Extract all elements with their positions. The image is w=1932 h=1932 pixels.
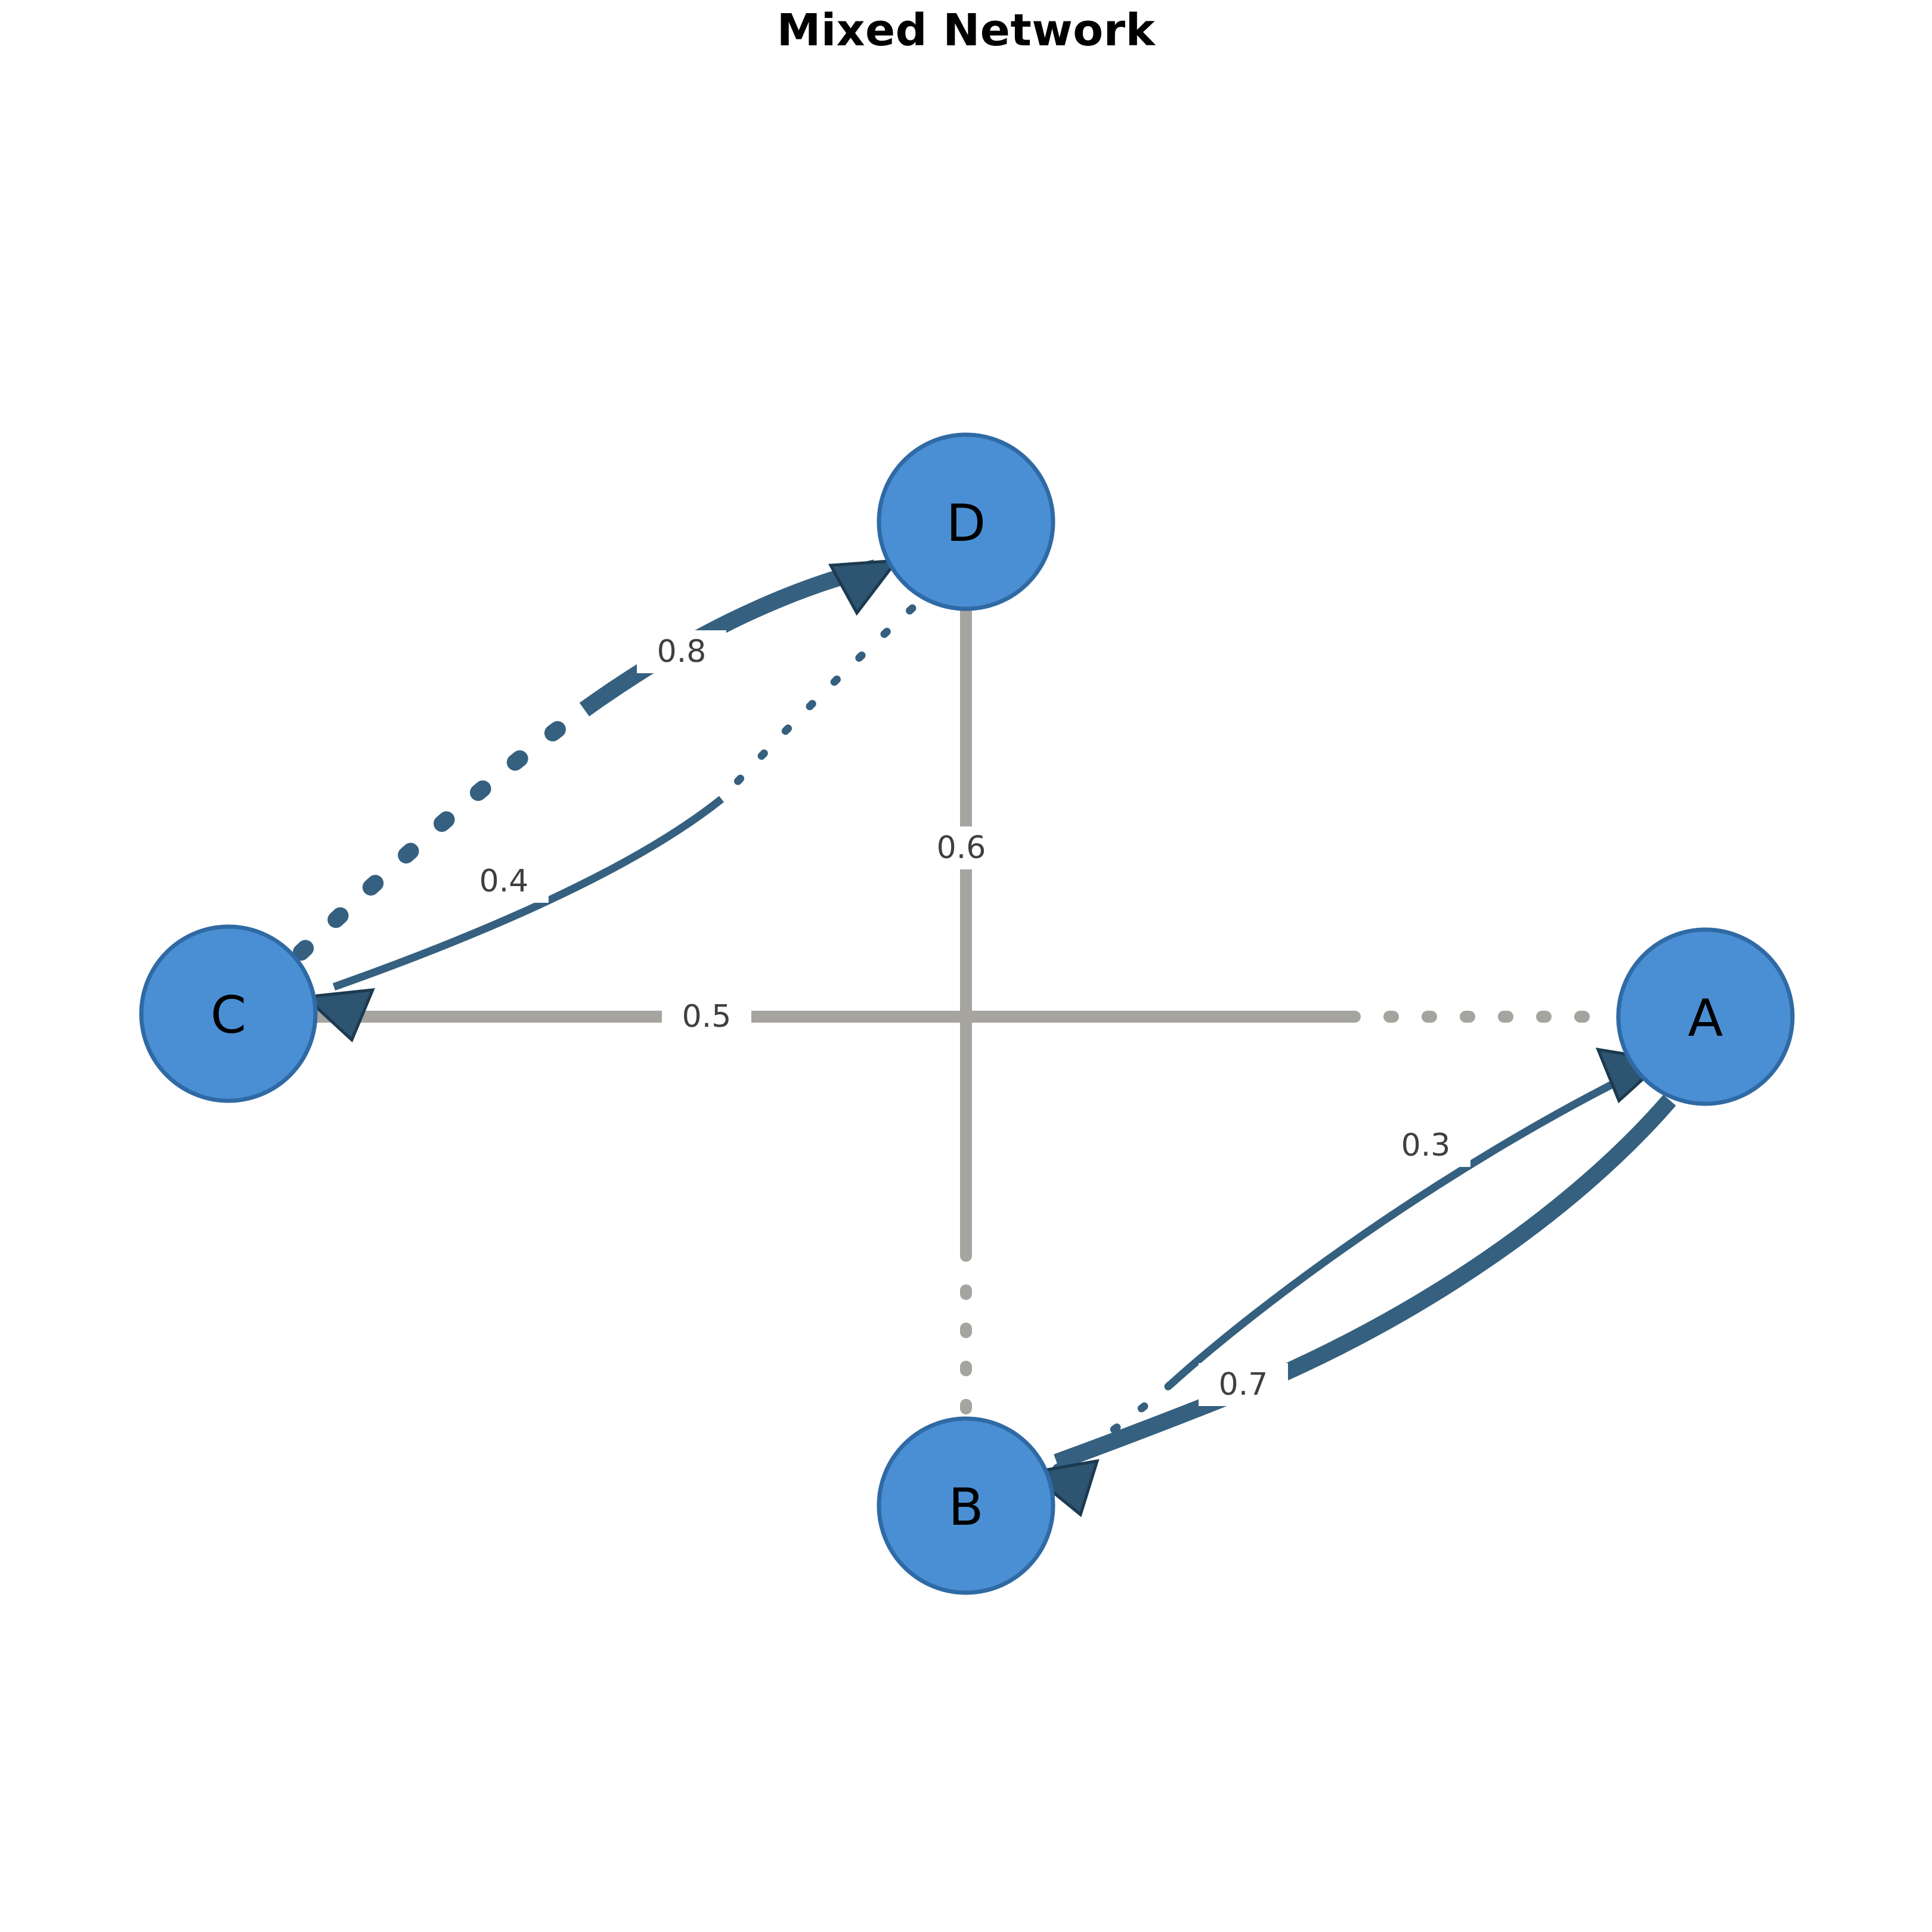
edge-D-to-C-label-backing [459,860,549,903]
node-A[interactable]: A [1616,927,1795,1106]
node-B-label: B [949,1478,984,1537]
node-A-circle[interactable] [1616,927,1795,1106]
edge-D-to-C[interactable]: 0.4 [302,604,917,1043]
node-D[interactable]: D [877,432,1055,611]
edge-D-to-C-arrowhead [302,988,375,1043]
edge-A-to-B-solid-body-upper [1243,1094,1676,1397]
edge-D-to-C-dashed-tail [717,604,917,803]
edge-A-to-B-weight-label: 0.7 [1219,1367,1268,1402]
edge-C-A[interactable]: 0.5 [315,995,1624,1038]
edge-D-B[interactable]: 0.6 [917,609,1007,1425]
edge-D-to-C-weight-label: 0.4 [479,863,529,899]
node-C[interactable]: C [139,924,318,1103]
edge-A-to-B-label-backing [1199,1363,1288,1406]
node-D-circle[interactable] [877,432,1055,611]
edge-B-to-A-label-backing [1381,1124,1470,1167]
node-D-label: D [946,494,986,553]
edge-B-to-A-dashed-tail [1052,1379,1176,1472]
edge-C-to-D[interactable]: 0.8 [293,559,900,961]
node-B[interactable]: B [877,1416,1055,1595]
edge-B-to-A-weight-label: 0.3 [1401,1128,1451,1163]
edge-C-A-weight-label: 0.5 [682,999,732,1035]
edge-D-B-weight-label: 0.6 [937,830,986,866]
edge-C-to-D-label-backing [637,630,726,673]
edge-C-to-D-weight-label: 0.8 [657,634,707,670]
edge-C-A-label-backing [662,995,751,1038]
edge-C-to-D-arrowhead [828,559,900,616]
edge-A-to-B[interactable]: 0.7 [1026,1094,1676,1518]
node-C-circle[interactable] [139,924,318,1103]
page-title: Mixed Network [776,5,1156,56]
edge-B-to-A[interactable]: 0.3 [1052,1047,1667,1472]
edge-D-B-label-backing [917,826,1007,869]
node-C-label: C [210,986,246,1045]
edge-C-to-D-dashed-tail [293,701,593,961]
node-A-label: A [1688,989,1723,1048]
edge-C-to-D-solid-body [579,559,878,717]
node-B-circle[interactable] [877,1416,1055,1595]
edge-B-to-A-solid-body [1169,1070,1636,1386]
